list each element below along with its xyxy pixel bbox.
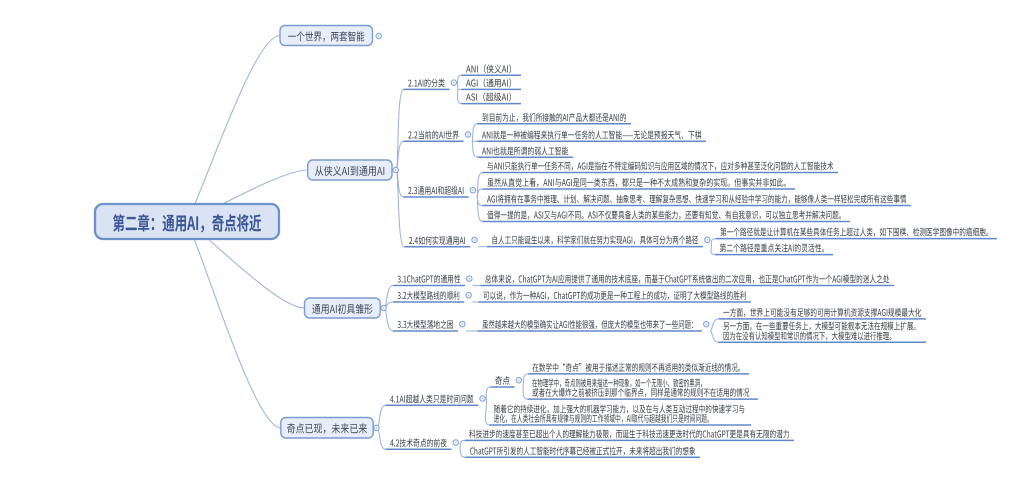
svg-text:ChatGPT所引发的人工智能时代序幕已经被正式拉开，未来将: ChatGPT所引发的人工智能时代序幕已经被正式拉开，未来将超出我们的想象 (470, 443, 696, 457)
svg-text:在数学中“奇点”被用于描述正常的规则不再适用的类似渐近线的情: 在数学中“奇点”被用于描述正常的规则不再适用的类似渐近线的情况。 (532, 360, 744, 374)
svg-text:自人工只能诞生以来，科学家们就在努力实现AGI，具体可分为两: 自人工只能诞生以来，科学家们就在努力实现AGI，具体可分为两个路径 (492, 233, 699, 247)
svg-text:随着它的持续进化，加上强大的机器学习能力，以及在与人类互动过: 随着它的持续进化，加上强大的机器学习能力，以及在与人类互动过程中的快速学习与 (494, 401, 745, 415)
svg-text:值得一提的是，ASI又与AGI不同。ASI不仅要具备人类的某: 值得一提的是，ASI又与AGI不同。ASI不仅要具备人类的某些能力，还要有知觉、… (487, 208, 846, 222)
svg-text:第二章：通用AI，奇点将近: 第二章：通用AI，奇点将近 (113, 210, 262, 236)
svg-text:总体来说，ChatGPT为AI应用提供了通用的技术底座，而基: 总体来说，ChatGPT为AI应用提供了通用的技术底座，而基于ChatGPT系统… (485, 272, 890, 286)
svg-text:第一个路径就是让计算机在某些具体任务上超过人类，如下围棋、检: 第一个路径就是让计算机在某些具体任务上超过人类，如下围棋、检测医学图像中的癌细胞… (720, 225, 993, 239)
svg-text:与ANI只能执行单一任务不同，AGI是指在不特定编码知识与应: 与ANI只能执行单一任务不同，AGI是指在不特定编码知识与应用区域的情况下，应对… (487, 159, 834, 173)
svg-text:可以说，作为一种AGI，ChatGPT的成功更是一种工程上的: 可以说，作为一种AGI，ChatGPT的成功更是一种工程上的成功，证明了大模型路… (483, 288, 747, 302)
svg-text:到目前为止，我们所接触的AI产品大都还是ANI的: 到目前为止，我们所接触的AI产品大都还是ANI的 (482, 110, 627, 124)
svg-text:4.1AI超越人类只是时间问题: 4.1AI超越人类只是时间问题 (390, 391, 474, 405)
svg-text:AGI将拥有在事务中推理、计划、解决问题、抽象思考、理解复杂: AGI将拥有在事务中推理、计划、解决问题、抽象思考、理解复杂思想、快速学习和从经… (487, 192, 907, 206)
svg-text:在物理学中，奇点则被用来描述一种现象，如一个无限小、致密的黑: 在物理学中，奇点则被用来描述一种现象，如一个无限小、致密的黑洞， (532, 376, 706, 390)
svg-text:因为在没有认知模型和常识的情况下，大模型难以进行推理。: 因为在没有认知模型和常识的情况下，大模型难以进行推理。 (723, 328, 896, 342)
svg-text:ANI（侠义AI）: ANI（侠义AI） (466, 61, 517, 75)
svg-text:3.3大模型落地之困: 3.3大模型落地之困 (397, 317, 453, 331)
svg-text:ASI（超级AI）: ASI（超级AI） (466, 90, 517, 104)
svg-text:AGI（通用AI）: AGI（通用AI） (466, 76, 517, 90)
svg-text:4.2技术奇点的前夜: 4.2技术奇点的前夜 (390, 435, 447, 449)
svg-text:第二个路径是重点关注AI的灵活性。: 第二个路径是重点关注AI的灵活性。 (720, 241, 829, 255)
svg-text:通用AI初具雏形: 通用AI初具雏形 (312, 301, 373, 317)
svg-text:进化，在人类社会所具有规律与规则的工作领域中，AI取代与超越: 进化，在人类社会所具有规律与规则的工作领域中，AI取代与超越我们只是时间问题。 (494, 411, 713, 425)
svg-text:虽然越来越大的模型确实让AGI性能很强，但庞大的模型也带来了: 虽然越来越大的模型确实让AGI性能很强，但庞大的模型也带来了一些问题： (482, 317, 698, 331)
svg-text:3.1ChatGPT的通用性: 3.1ChatGPT的通用性 (397, 272, 460, 286)
svg-text:3.2大模型路线的顺利: 3.2大模型路线的顺利 (397, 288, 459, 302)
svg-text:2.4如何实现通用AI: 2.4如何实现通用AI (409, 233, 466, 247)
svg-text:一个世界，两套智能: 一个世界，两套智能 (288, 28, 365, 44)
svg-text:奇点已现，未来已来: 奇点已现，未来已来 (287, 421, 368, 437)
svg-text:科技进步的速度甚至已超出个人的理解能力极限，而诞生于科技迅速: 科技进步的速度甚至已超出个人的理解能力极限，而诞生于科技迅速更迭时代的ChatG… (469, 427, 790, 441)
svg-text:ANI就是一种被编程来执行单一任务的人工智能——无论是预报天: ANI就是一种被编程来执行单一任务的人工智能——无论是预报天气、下棋 (482, 127, 702, 141)
svg-text:ANI也就是所谓的弱人工智能: ANI也就是所谓的弱人工智能 (482, 143, 569, 157)
svg-text:2.2当前的AI世界: 2.2当前的AI世界 (408, 127, 460, 141)
svg-text:2.3通用AI和超级AI: 2.3通用AI和超级AI (408, 183, 464, 197)
svg-text:2.1AI的分类: 2.1AI的分类 (408, 76, 445, 90)
svg-text:或者在大爆炸之前被挤压到那个临界点，同样是通常的规则不在适用: 或者在大爆炸之前被挤压到那个临界点，同样是通常的规则不在适用的情况 (532, 385, 750, 399)
svg-text:从侠义AI到通用AI: 从侠义AI到通用AI (315, 163, 386, 179)
svg-text:一方面，世界上可能没有足够的可用计算机资源支撑AGI规模最大: 一方面，世界上可能没有足够的可用计算机资源支撑AGI规模最大化 (723, 305, 922, 319)
svg-text:另一方面，在一些重要任务上，大模型可能根本无法在规模上扩展。: 另一方面，在一些重要任务上，大模型可能根本无法在规模上扩展。 (723, 319, 920, 333)
svg-text:虽然从直觉上看，ANI与AGI是同一类东西，都只是一种不太成: 虽然从直觉上看，ANI与AGI是同一类东西，都只是一种不太成熟和复杂的实现。但事… (487, 175, 791, 189)
svg-text:奇点: 奇点 (495, 373, 511, 387)
